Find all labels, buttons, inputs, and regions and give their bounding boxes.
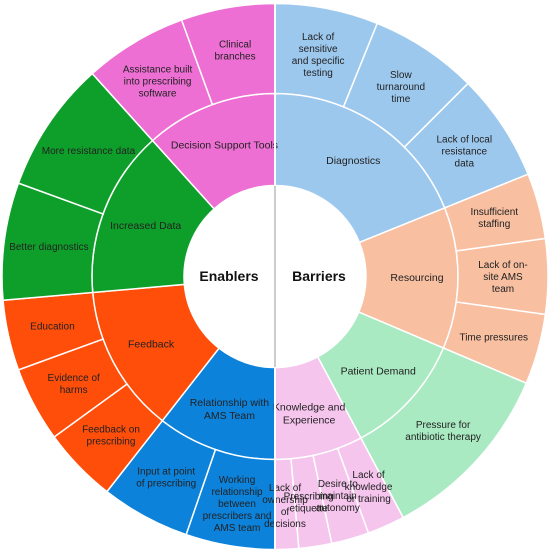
segment-label-education: Education [30, 321, 74, 332]
segment-label-decision-support: Decision Support Tools [171, 139, 278, 151]
segment-label-increased-data: Increased Data [110, 220, 181, 232]
segment-label-better-diagnostics: Better diagnostics [9, 242, 89, 253]
segment-label-more-resistance-data: More resistance data [42, 146, 136, 157]
segment-label-feedback: Feedback [128, 338, 175, 350]
segment-label-diagnostics: Diagnostics [326, 155, 380, 167]
segment-label-resourcing: Resourcing [390, 272, 443, 284]
segment-label-patient-demand: Patient Demand [341, 366, 416, 378]
center-label-barriers: Barriers [292, 268, 346, 284]
center-label-enablers: Enablers [199, 268, 258, 284]
segment-label-time-pressures: Time pressures [459, 333, 528, 344]
